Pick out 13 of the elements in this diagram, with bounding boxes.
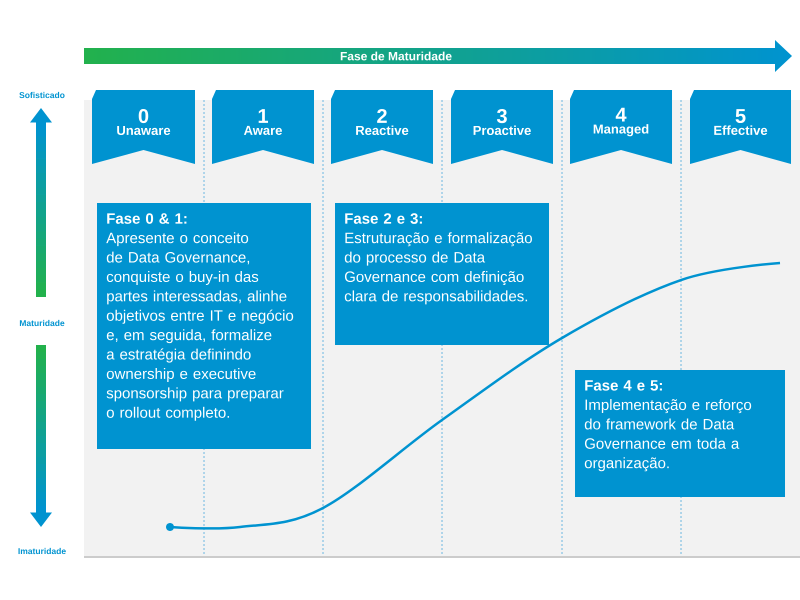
axis-label: Imaturidade [18,548,66,554]
axis-label: Sofisticado [19,92,65,98]
text-box: Fase 4 e 5: Implementação e reforço do framework de Data Governance em toda a organização. [575,370,785,497]
phase-ribbon: 4 Managed [570,90,672,164]
text-box: Fase 2 e 3: Estruturação e formalização do processo de Data Governance com definição clara de responsabilidades. [335,203,549,345]
phase-ribbon: 0 Unaware [92,90,195,164]
phase-ribbon: 2 Reactive [331,90,433,164]
axis-label: Maturidade [20,320,64,326]
axis-title: Fase de Maturidade [340,52,452,60]
phase-ribbon: 3 Proactive [451,90,553,164]
phase-ribbon: 1 Aware [212,90,314,164]
phase-ribbon: 5 Effective [690,90,791,164]
text-box: Fase 0 & 1: Apresente o conceito de Data Governance, conquiste o buy-in das partes interessadas, alinhe objetivos entre IT e negócio e, em seguida, formalize a estratégia definindo ownership e executive sponsorship para preparar o rollout completo. [97,203,311,449]
